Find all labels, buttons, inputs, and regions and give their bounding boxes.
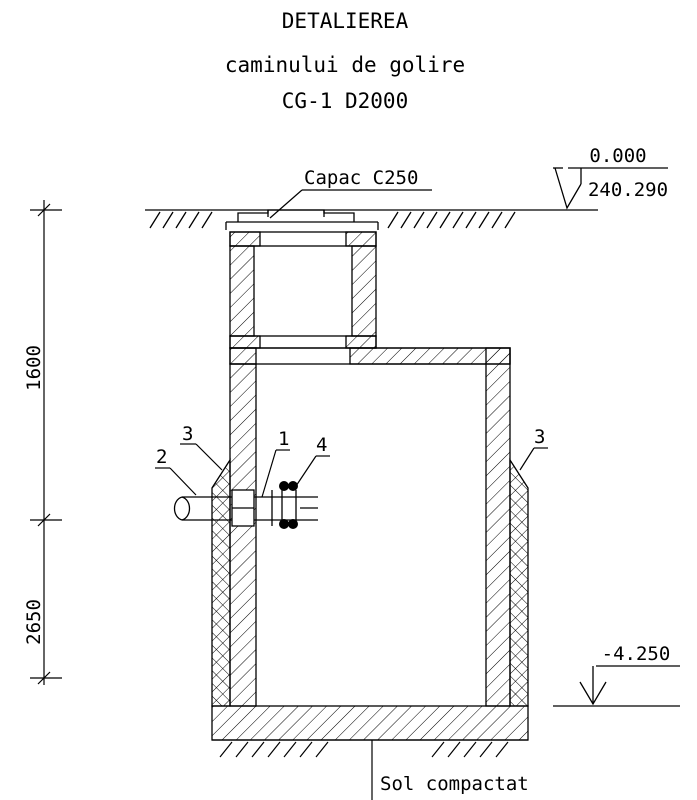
callout-3-left: 3 <box>182 423 193 445</box>
elevation-bottom: -4.250 <box>602 643 671 665</box>
callout-2: 2 <box>156 446 167 468</box>
callout-leaders <box>155 443 548 498</box>
elevation-relative-top: 0.000 <box>589 145 646 167</box>
title-line-2: caminului de golire <box>225 53 465 77</box>
title-line-1: DETALIEREA <box>282 9 409 33</box>
dim-upper: 1600 <box>23 345 45 391</box>
callout-4: 4 <box>316 434 327 456</box>
dim-lower: 2650 <box>23 599 45 645</box>
elevation-absolute-top: 240.290 <box>588 179 668 201</box>
cover-slab <box>229 347 511 365</box>
elevation-marker-bottom <box>553 665 680 707</box>
pipe-flange <box>279 481 298 529</box>
title-line-3: CG-1 D2000 <box>282 89 408 113</box>
insulation-layer <box>211 457 529 707</box>
callout-3-right: 3 <box>534 426 545 448</box>
manhole-cover <box>225 209 379 230</box>
cover-leader <box>269 189 432 219</box>
dimension-line <box>30 200 62 685</box>
soil-label: Sol compactat <box>380 773 529 795</box>
shaft-neck <box>229 231 377 349</box>
callout-1: 1 <box>278 428 289 450</box>
ground-line <box>145 209 598 229</box>
base-slab <box>211 705 529 741</box>
elevation-marker-top <box>553 167 668 210</box>
chamber-walls <box>229 347 511 707</box>
cover-label: Capac C250 <box>304 167 418 189</box>
soil-hatch <box>212 739 528 758</box>
